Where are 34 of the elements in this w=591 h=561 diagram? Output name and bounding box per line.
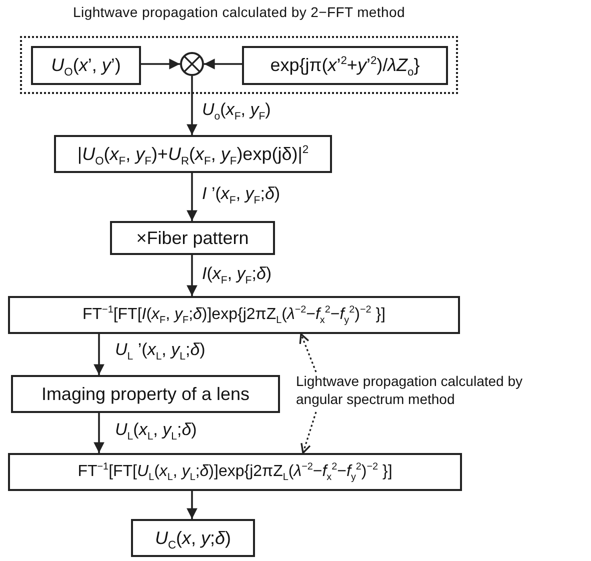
heading-text: Lightwave propagation calculated by 2−FFT method xyxy=(72,4,406,20)
edge-label: I ’(x$_{F}$, y$_{F}$;δ) xyxy=(202,184,280,204)
process-box xyxy=(31,46,141,85)
arrow xyxy=(204,58,242,70)
process-box xyxy=(110,221,275,255)
edge-label: U$_{o}$(x$_{F}$, y$_{F}$) xyxy=(202,100,271,120)
dotted-arrow xyxy=(300,412,317,454)
process-box xyxy=(8,296,460,334)
edge-label: U$_{L}$ ’(x$_{L}$, y$_{L}$;δ) xyxy=(115,340,206,360)
note-text: Lightwave propagation calculated by angular spectrum method xyxy=(296,372,546,412)
process-box xyxy=(8,453,462,491)
arrow xyxy=(186,76,198,135)
formula-text: Imaging property of a lens xyxy=(41,384,250,404)
arrow xyxy=(186,255,198,296)
arrow xyxy=(186,173,198,221)
formula-text: FT$^{−1}$[FT[I(x$_{F}$, y$_{F}$;δ)]exp{j2πZ$_{L}$(λ$^{−2}$−f$_{x}$$^{2}$−f$_{y}$$^{2}$)$^{−2}$ }] xyxy=(82,306,386,324)
formula-text: exp{jπ(x’$^{2}$+y’$^{2}$)/λZ$_{o}$} xyxy=(270,55,420,76)
arrow xyxy=(186,491,198,519)
dotted-arrow xyxy=(299,333,317,372)
multiplier-circle xyxy=(180,52,204,76)
arrow xyxy=(94,334,104,375)
formula-text: FT$^{−1}$[FT[U$_{L}$(x$_{L}$, y$_{L}$;δ)]exp{j2πZ$_{L}$(λ$^{−2}$−f$_{x}$$^{2}$−f$_{y}$$^{2}$)$^{−2}$ }] xyxy=(78,463,392,481)
formula-text: |U$_{O}$(x$_{F}$, y$_{F}$)+U$_{R}$(x$_{F}$, y$_{F}$)exp(jδ)|$^{2}$ xyxy=(77,144,309,164)
process-box xyxy=(131,519,255,557)
process-box xyxy=(11,375,280,413)
arrow xyxy=(141,58,180,70)
formula-text: U$_{O}$(x’, y’) xyxy=(51,55,121,76)
edge-label: U$_{L}$(x$_{L}$, y$_{L}$;δ) xyxy=(115,420,197,440)
formula-text: ×Fiber pattern xyxy=(136,228,249,248)
process-box xyxy=(242,46,448,85)
process-box xyxy=(54,135,332,173)
edge-label: I(x$_{F}$, y$_{F}$;δ) xyxy=(202,264,272,284)
formula-text: U$_{C}$(x, y;δ) xyxy=(154,528,232,548)
arrow xyxy=(94,413,104,453)
